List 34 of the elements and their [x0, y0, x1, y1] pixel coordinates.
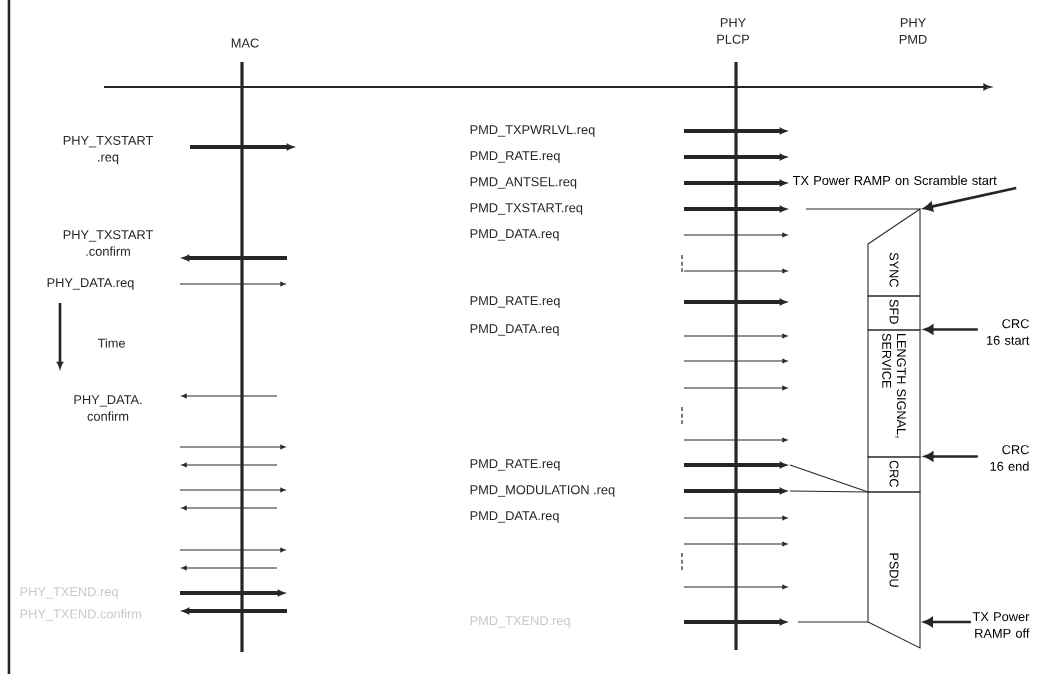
- label: PHY PLCP: [717, 18, 750, 44]
- frame-field: SFD: [867, 295, 921, 331]
- label: PMD_RATE.req: [470, 151, 560, 163]
- label: PHY_DATA.req: [47, 278, 134, 290]
- label: PHY_TXSTART .confirm: [63, 230, 153, 256]
- annotation: TX Power RAMP off: [972, 612, 1030, 638]
- leader-arrow: [923, 617, 971, 627]
- label: Time: [97, 338, 125, 348]
- label: PMD_ANTSEL.req: [470, 177, 577, 189]
- annotation: CRC 16 start: [987, 319, 1030, 345]
- label: PMD_DATA.req: [470, 324, 559, 336]
- label: PMD_TXPWRLVL.req: [470, 125, 595, 137]
- frame-field: PSDU: [867, 491, 921, 649]
- label: PMD_MODULATION .req: [470, 485, 615, 497]
- leader-arrow: [923, 186, 1017, 212]
- label: PHY_TXEND.confirm: [20, 609, 142, 621]
- label: PMD_DATA.req: [470, 229, 559, 241]
- label: PMD_RATE.req: [470, 459, 560, 471]
- frame-field: CRC: [867, 456, 921, 493]
- leader-arrow: [924, 451, 978, 462]
- frame-field: SYNC: [867, 208, 921, 297]
- label: PMD_TXSTART.req: [470, 203, 583, 215]
- label: PHY_DATA. confirm: [74, 395, 142, 421]
- label: MAC: [231, 38, 259, 48]
- label: PHY_TXSTART .req: [63, 135, 153, 165]
- frame-field: LENGTH SIGNAL, SERVICE: [867, 329, 921, 458]
- label: PMD_DATA.req: [470, 511, 559, 523]
- label: PMD_RATE.req: [470, 296, 560, 308]
- annotation: TX Power RAMP on Scramble start: [792, 175, 997, 185]
- label: PMD_TXEND.req: [470, 616, 570, 628]
- annotation: CRC 16 end: [990, 445, 1029, 471]
- leader-arrow: [924, 324, 978, 335]
- label: PHY PMD: [899, 18, 927, 44]
- label: PHY_TXEND.req: [20, 587, 118, 599]
